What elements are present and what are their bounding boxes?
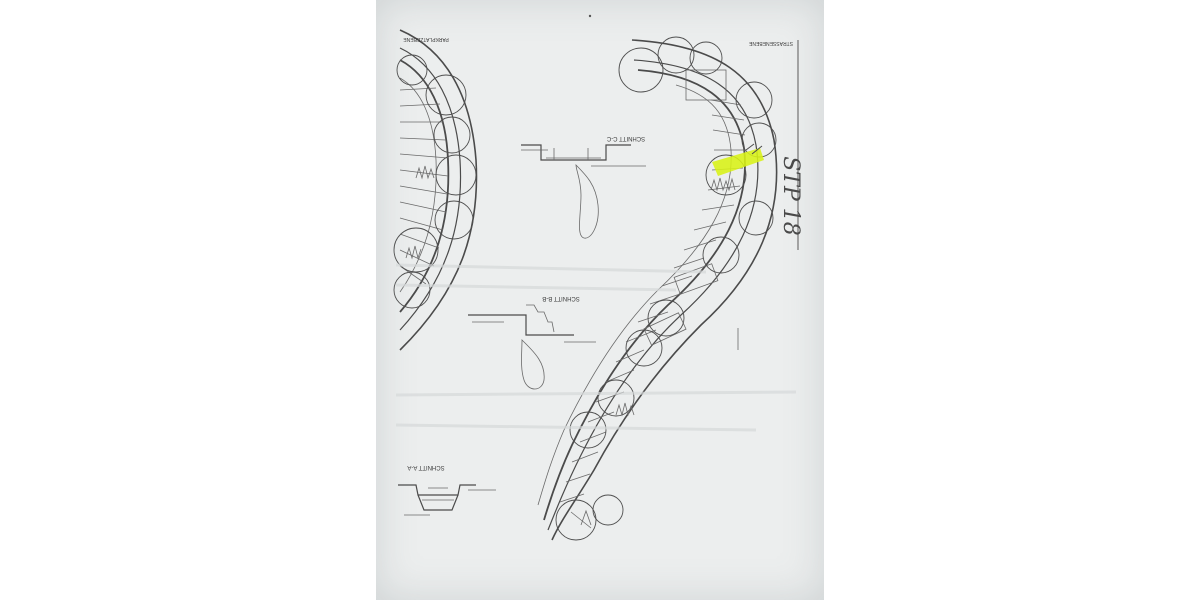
main-curved-path: STRASSENEBENE: [537, 36, 799, 541]
left-curved-path: PARKPLATZEBENE: [393, 29, 478, 351]
section-aa-detail: SCHNITT A-A: [398, 464, 496, 516]
site-plan-drawing: PARKPLATZEBENE: [393, 14, 803, 541]
show-through-marks: [395, 263, 797, 432]
section-bb-label: SCHNITT B-B: [542, 295, 580, 301]
plan-number-label: STP 18: [778, 156, 803, 236]
section-cc-label: SCHNITT C-C: [606, 135, 645, 141]
dust-speck: [588, 14, 592, 18]
section-bb-detail: SCHNITT B-B: [468, 295, 596, 390]
parking-level-label: PARKPLATZEBENE: [403, 36, 449, 42]
highlighter-mark: [712, 143, 764, 176]
paper-sheet: PARKPLATZEBENE: [376, 0, 824, 600]
street-level-label: STRASSENEBENE: [748, 40, 793, 46]
section-cc-detail: SCHNITT C-C: [521, 135, 646, 239]
section-aa-label: SCHNITT A-A: [407, 464, 444, 470]
